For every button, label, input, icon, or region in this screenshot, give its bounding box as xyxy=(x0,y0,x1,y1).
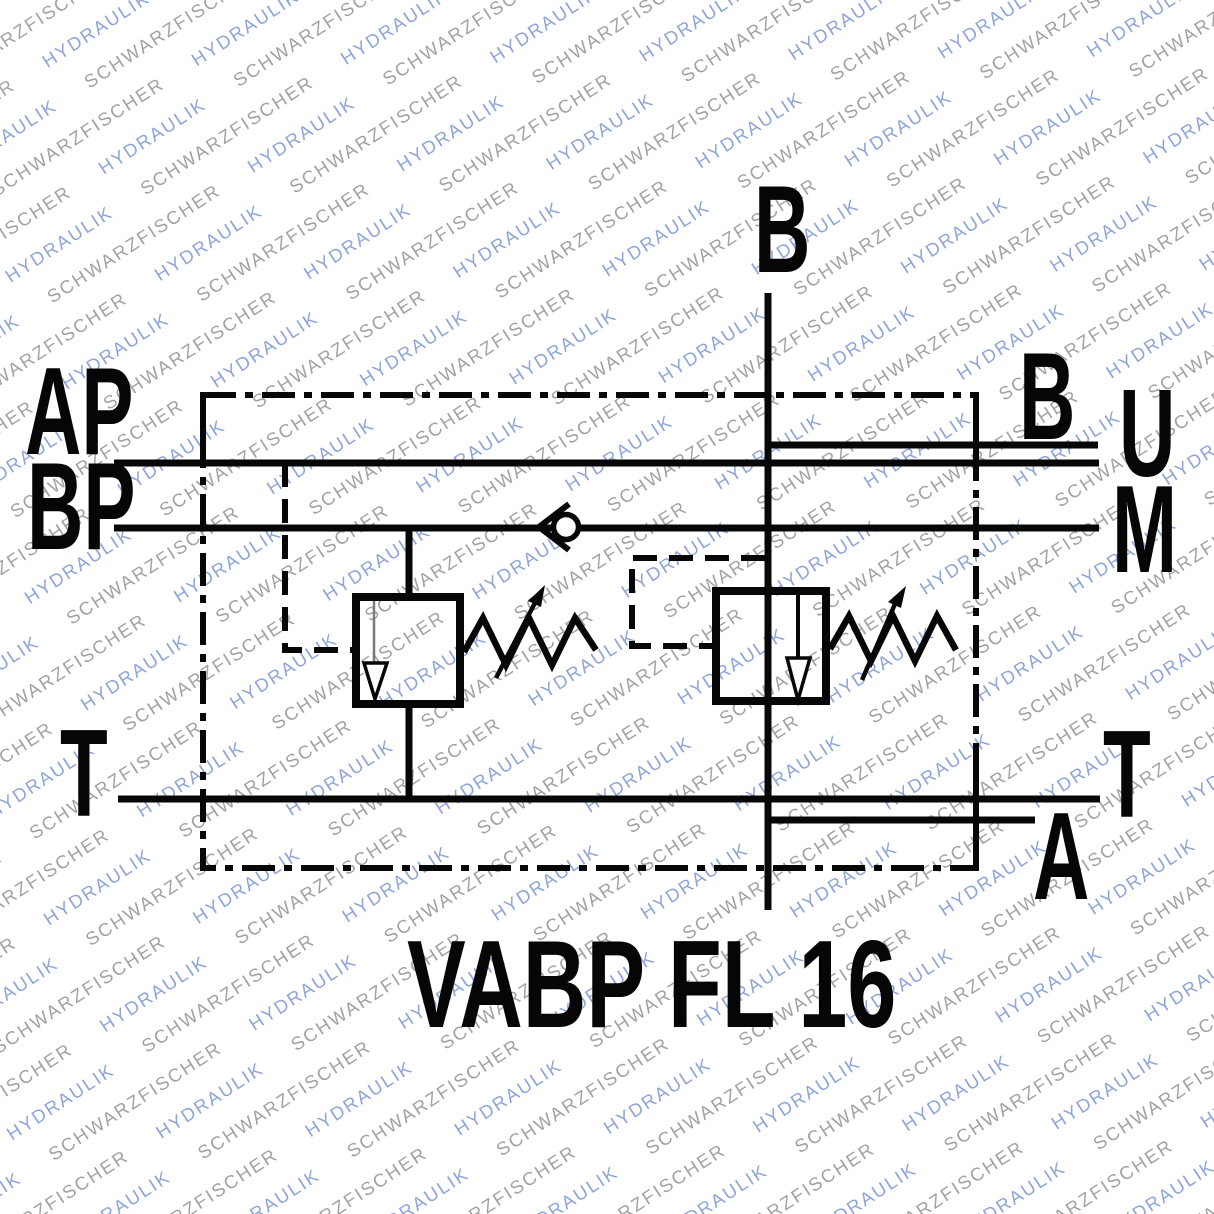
flow-arrowhead-icon xyxy=(361,661,390,705)
check-valve-icon xyxy=(534,501,582,553)
relief-valve-right-icon xyxy=(712,586,959,707)
enclosure-boundary xyxy=(200,392,979,871)
pilot-line-left xyxy=(282,463,352,653)
adjustment-arrow-left-icon xyxy=(494,585,545,680)
port-label-u: U xyxy=(1119,365,1176,503)
port-label-b-right: B xyxy=(1019,328,1076,466)
port-label-t-right: T xyxy=(1103,706,1151,844)
spring-right-icon xyxy=(827,608,959,669)
pilot-line-right xyxy=(629,555,765,649)
port-label-t-left: T xyxy=(60,705,108,843)
port-label-ap: AP xyxy=(25,343,134,481)
relief-valve-left-icon xyxy=(352,585,599,708)
adjustment-arrow-right-icon xyxy=(859,586,906,681)
flow-arrowhead-icon xyxy=(784,656,813,707)
spring-left-icon xyxy=(461,610,599,673)
port-label-bp: BP xyxy=(27,438,136,576)
model-title: VABP FL 16 xyxy=(407,916,897,1054)
port-label-b-top: B xyxy=(754,161,811,299)
port-lines xyxy=(114,293,1100,910)
port-label-m: M xyxy=(1112,461,1178,599)
port-label-a: A xyxy=(1033,788,1090,926)
